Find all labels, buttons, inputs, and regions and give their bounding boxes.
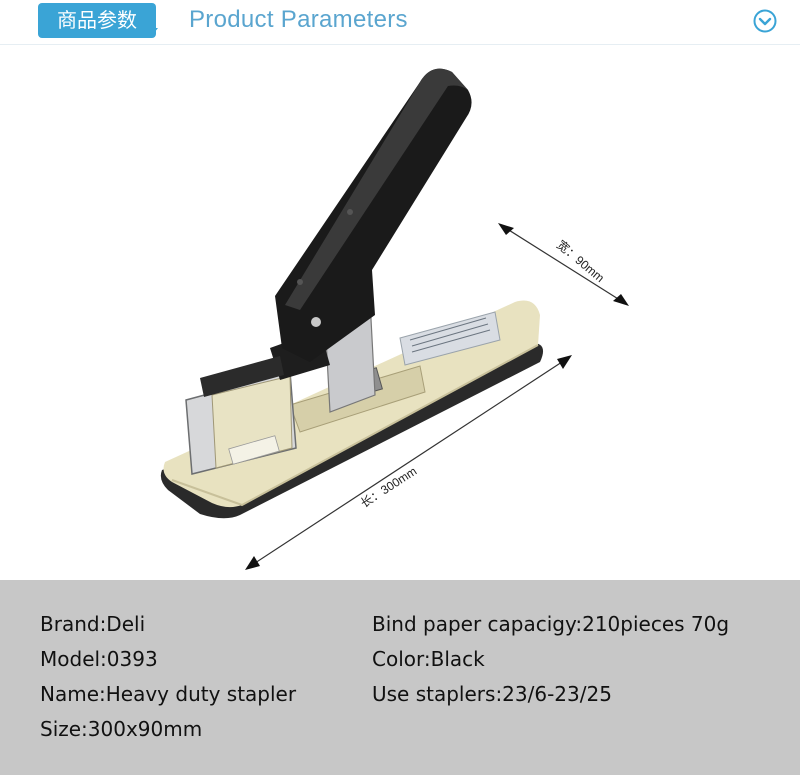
width-label: 宽：90mm — [554, 237, 608, 285]
spec-size: Size:300x90mm — [40, 717, 203, 741]
section-title: Product Parameters — [189, 6, 408, 33]
spec-brand: Brand:Deli — [40, 612, 146, 636]
spec-name: Name:Heavy duty stapler — [40, 682, 297, 706]
chevron-down-circle-icon[interactable] — [753, 9, 777, 33]
section-tag: 商品参数 — [38, 3, 156, 38]
spec-staples: Use staplers:23/6-23/25 — [372, 682, 612, 706]
spec-capacity: Bind paper capacigy:210pieces 70g — [372, 612, 730, 636]
length-label: 长：300mm — [358, 464, 419, 511]
product-photo: 宽：90mm 长：300mm — [0, 45, 800, 580]
spec-color: Color:Black — [372, 647, 485, 671]
section-header: 商品参数 Product Parameters — [0, 0, 800, 45]
specs-panel: Brand:Deli Model:0393 Name:Heavy duty st… — [0, 580, 800, 775]
section-tag-tail — [150, 28, 158, 38]
spec-model: Model:0393 — [40, 647, 158, 671]
